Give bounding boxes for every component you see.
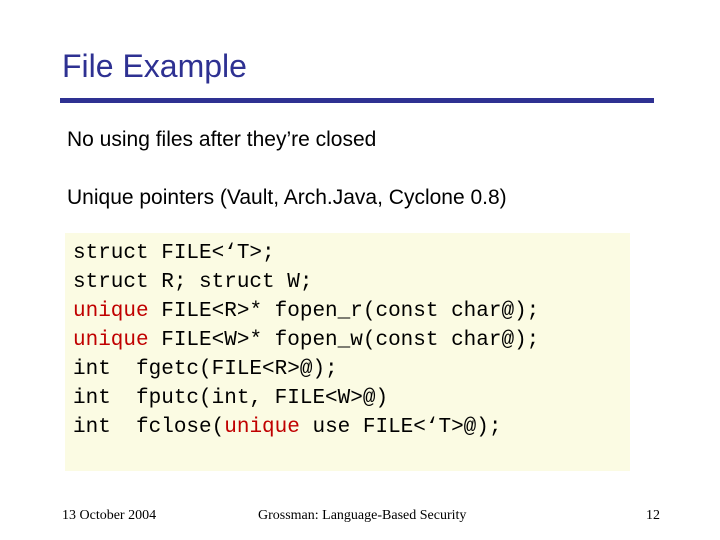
code-text: FILE<R>* fopen_r(const char@); [148, 300, 540, 323]
footer-date: 13 October 2004 [62, 508, 157, 523]
page-number: 12 [646, 508, 660, 523]
code-text: use FILE<‘T>@); [299, 416, 502, 439]
code-text: int fputc(int, FILE<W>@) [73, 387, 389, 410]
code-line: int fputc(int, FILE<W>@) [73, 384, 539, 413]
code-keyword: unique [73, 329, 149, 352]
code-line: int fgetc(FILE<R>@); [73, 355, 539, 384]
code-text: int fclose( [73, 416, 225, 439]
code-keyword: unique [224, 416, 300, 439]
slide-title: File Example [62, 48, 247, 84]
code-text: struct R; struct W; [73, 271, 313, 294]
bullet-text: No using files after they’re closed [67, 128, 377, 151]
code-text: FILE<W>* fopen_w(const char@); [148, 329, 540, 352]
code-text: struct FILE<‘T>; [73, 242, 275, 265]
code-block-background [65, 233, 630, 471]
code-block: struct FILE<‘T>; struct R; struct W; uniqu… [73, 239, 539, 442]
code-line: int fclose(unique use FILE<‘T>@); [73, 413, 539, 442]
code-line: struct FILE<‘T>; [73, 239, 539, 268]
bullet-text: Unique pointers (Vault, Arch.Java, Cyclo… [67, 186, 507, 209]
code-text: int fgetc(FILE<R>@); [73, 358, 338, 381]
code-line: unique FILE<W>* fopen_w(const char@); [73, 326, 539, 355]
code-keyword: unique [73, 300, 149, 323]
code-line: struct R; struct W; [73, 268, 539, 297]
footer-title: Grossman: Language-Based Security [258, 508, 467, 523]
title-underline [60, 98, 654, 103]
code-line: unique FILE<R>* fopen_r(const char@); [73, 297, 539, 326]
